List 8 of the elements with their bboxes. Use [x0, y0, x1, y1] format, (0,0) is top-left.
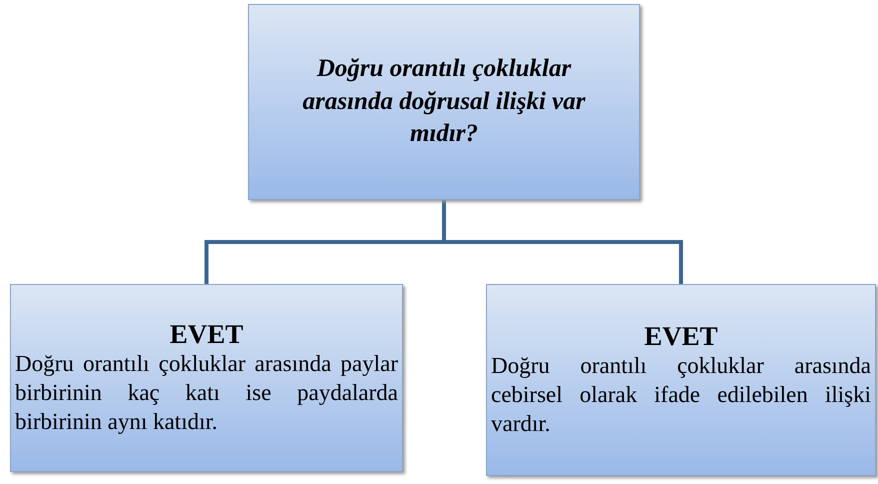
text-box: [248, 4, 640, 200]
answer-text: Doğru orantılı çokluklar arasında cebirsel olarak ifade edilebilen ilişki vardır.: [490, 352, 872, 438]
answer-text: Doğru orantılı çokluklar arasında paylar birbirinin kaç katı ise paydalarda birbirinin aynı katıdır.: [14, 350, 399, 436]
text-box: [486, 284, 876, 476]
question-text: Doğru orantılı çokluklar arasında doğrusal ilişki var mıdır?: [302, 54, 586, 150]
answer-heading: EVET: [643, 321, 719, 352]
text-box: [10, 284, 403, 472]
answer-heading: EVET: [168, 319, 244, 350]
